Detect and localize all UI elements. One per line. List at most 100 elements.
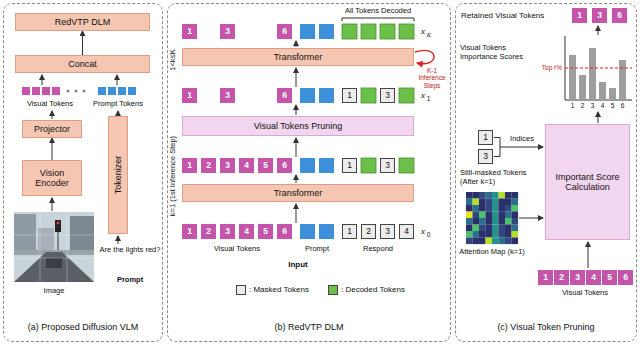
- token-strip: [128, 87, 136, 95]
- prompt-token: [300, 158, 315, 173]
- text-label: Still-masked Tokens (After k=1): [460, 169, 540, 186]
- visual-token: 1: [572, 8, 587, 23]
- panel-caption: (b) RedVTP DLM: [168, 322, 450, 332]
- text-label: 3: [591, 102, 595, 109]
- visual-token: 5: [258, 158, 273, 173]
- node-text: 4: [404, 227, 409, 237]
- token-strip: [22, 87, 136, 95]
- decoded-token: [342, 24, 414, 173]
- node-text: 1: [347, 91, 352, 101]
- masked-token: 3: [478, 149, 493, 164]
- bracket: [342, 18, 414, 21]
- bar-chart: [565, 68, 632, 69]
- street-photo: [14, 252, 94, 282]
- decoded-token: [399, 24, 414, 39]
- token-strip: [32, 87, 40, 95]
- heatmap-cell: [505, 192, 512, 199]
- token-strip: [42, 87, 50, 95]
- street-photo: [14, 212, 94, 282]
- node-text: 1: [187, 27, 192, 37]
- visual-token: 3: [220, 158, 235, 173]
- heatmap-cell: [492, 199, 499, 206]
- text-label: 1<k≤K: [169, 49, 178, 70]
- masked-token: 3: [380, 88, 395, 103]
- text-label: x: [421, 26, 425, 36]
- street-photo: [46, 258, 62, 268]
- visual-token: 3: [592, 8, 607, 23]
- bar-chart: [609, 88, 616, 100]
- masked-token: 4: [399, 224, 414, 239]
- heatmap-cell: [505, 212, 512, 219]
- heatmap-cell: [479, 218, 486, 225]
- heatmap-cell: [479, 205, 486, 212]
- heatmap-cell: [473, 231, 480, 238]
- heatmap-cell: [473, 225, 480, 232]
- loop-arrow: [415, 50, 434, 63]
- street-photo: [55, 220, 61, 232]
- heatmap-cell: [479, 212, 486, 219]
- visual-token: 6: [277, 88, 292, 103]
- street-photo: [14, 214, 36, 254]
- prompt-token: [319, 88, 334, 103]
- heatmap-cell: [512, 205, 519, 212]
- heatmap-cell: [499, 212, 506, 219]
- legend-swatch: [236, 285, 246, 295]
- process-box: RedVTP DLM: [15, 13, 150, 31]
- heatmap-cell: [486, 205, 493, 212]
- heatmap-cell: [505, 199, 512, 206]
- heatmap-cell: [479, 225, 486, 232]
- visual-token: 4: [239, 158, 254, 173]
- bracket: [494, 138, 500, 157]
- visual-token: 6: [277, 24, 292, 39]
- node-text: Important Score Calculation: [551, 172, 624, 193]
- node-text: 2: [559, 273, 564, 283]
- heatmap-cell: [499, 205, 506, 212]
- heatmap-cell: [486, 218, 493, 225]
- flow-arrow: [52, 111, 53, 119]
- bar-chart: [579, 75, 586, 100]
- text-label: Prompt: [117, 276, 143, 285]
- node-text: 6: [623, 273, 628, 283]
- text-label: 1: [571, 102, 575, 109]
- visual-token: 3: [220, 224, 235, 239]
- heatmap-cell: [492, 238, 499, 245]
- heatmap-cell: [466, 199, 473, 206]
- heatmap-cell: [512, 231, 519, 238]
- node-text: 1: [187, 91, 192, 101]
- masked-token: 2: [361, 224, 376, 239]
- node-text: 3: [597, 11, 602, 21]
- heatmap-cell: [499, 218, 506, 225]
- heatmap-cell: [499, 225, 506, 232]
- token-strip: [22, 87, 30, 95]
- decoded-token: [399, 158, 414, 173]
- heatmap-cell: [473, 205, 480, 212]
- node-text: 3: [385, 227, 390, 237]
- node-text: Concat: [68, 59, 97, 69]
- heatmap-cell: [512, 212, 519, 219]
- text-label: 5: [611, 102, 615, 109]
- bar-chart: [619, 60, 626, 100]
- heatmap-cell: [512, 238, 519, 245]
- text-label: K-1 Inference Steps: [415, 67, 449, 89]
- visual-token: 1: [182, 24, 197, 39]
- text-label: Are the lights red?: [99, 246, 161, 255]
- heatmap-cell: [492, 205, 499, 212]
- flow-arrow: [296, 68, 297, 87]
- prompt-token: [300, 24, 315, 39]
- text-label: Visual Tokens: [27, 100, 73, 109]
- heatmap-cell: [512, 199, 519, 206]
- heatmap-cell: [512, 225, 519, 232]
- visual-token: 3: [220, 24, 235, 39]
- node-text: Projector: [34, 124, 70, 134]
- prompt-token: [300, 224, 315, 239]
- heatmap-cell: [492, 231, 499, 238]
- token-strip: [98, 87, 106, 95]
- node-text: 4: [244, 227, 249, 237]
- text-label: Top r%: [542, 64, 562, 71]
- token-strip: [66, 89, 69, 92]
- heatmap-cell: [499, 199, 506, 206]
- heatmap-cell: [499, 238, 506, 245]
- node-text: Transformer: [274, 188, 323, 198]
- node-text: 2: [366, 227, 371, 237]
